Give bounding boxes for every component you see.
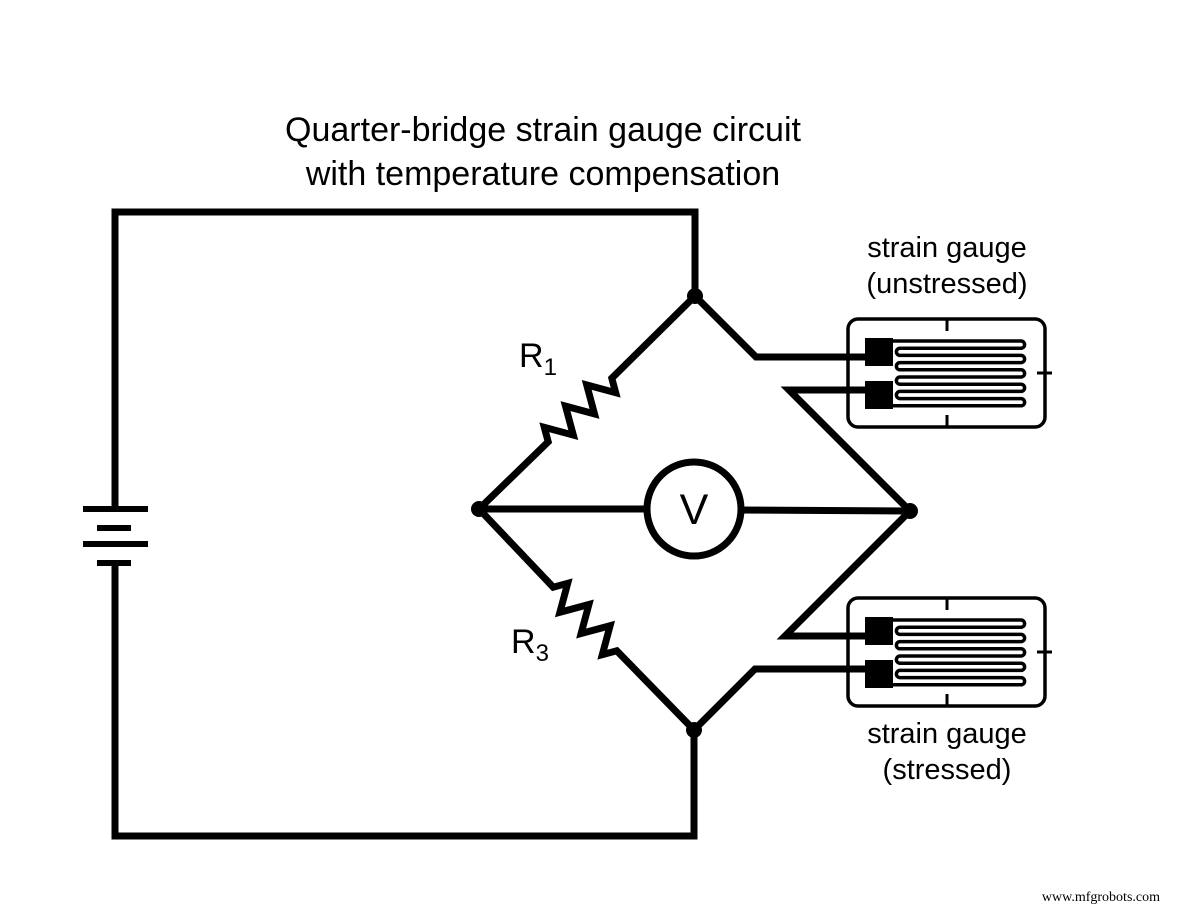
label-gauge-unstressed-line1: strain gauge — [867, 232, 1027, 264]
voltmeter-letter: V — [680, 486, 709, 534]
wire-bottom-return — [111, 565, 698, 840]
junction-dot-left — [471, 501, 487, 517]
label-gauge-unstressed-line2: (unstressed) — [866, 267, 1028, 300]
diagram-title-line1: Quarter-bridge strain gauge circuit — [285, 111, 801, 149]
battery-icon — [83, 506, 148, 566]
wire-voltmeter-right — [737, 506, 911, 515]
label-gauge-unstressed: strain gauge (unstressed) — [827, 231, 1067, 303]
label-gauge-stressed-line1: strain gauge — [867, 718, 1027, 750]
lead-bottom-gauge-lower — [691, 665, 878, 733]
label-r1-base: R — [519, 337, 544, 375]
strain-gauge-stressed-icon — [846, 596, 1054, 708]
label-r3-base: R — [511, 623, 536, 661]
label-gauge-stressed: strain gauge (stressed) — [827, 717, 1067, 789]
junction-dot-right — [902, 503, 918, 519]
label-gauge-stressed-line2: (stressed) — [882, 753, 1012, 786]
label-r1-subscript: 1 — [543, 353, 557, 381]
label-r3-subscript: 3 — [535, 639, 549, 667]
diagram-title: Quarter-bridge strain gauge circuit with… — [163, 108, 923, 196]
lead-top-gauge-upper — [692, 293, 878, 361]
junction-dot-top — [687, 288, 703, 304]
watermark-text: www.mfgrobots.com — [1041, 890, 1160, 905]
diagram-title-line2: with temperature compensation — [305, 155, 781, 194]
resistor-r1-zigzag — [476, 293, 698, 512]
junction-dot-bottom — [686, 722, 702, 738]
label-resistor-r1: R1 — [519, 337, 557, 379]
label-resistor-r3: R3 — [511, 623, 549, 665]
strain-gauge-unstressed-icon — [846, 317, 1054, 429]
voltmeter-icon — [643, 458, 745, 560]
wire-top-feed — [111, 208, 699, 507]
resistor-r3-zigzag — [476, 506, 697, 733]
